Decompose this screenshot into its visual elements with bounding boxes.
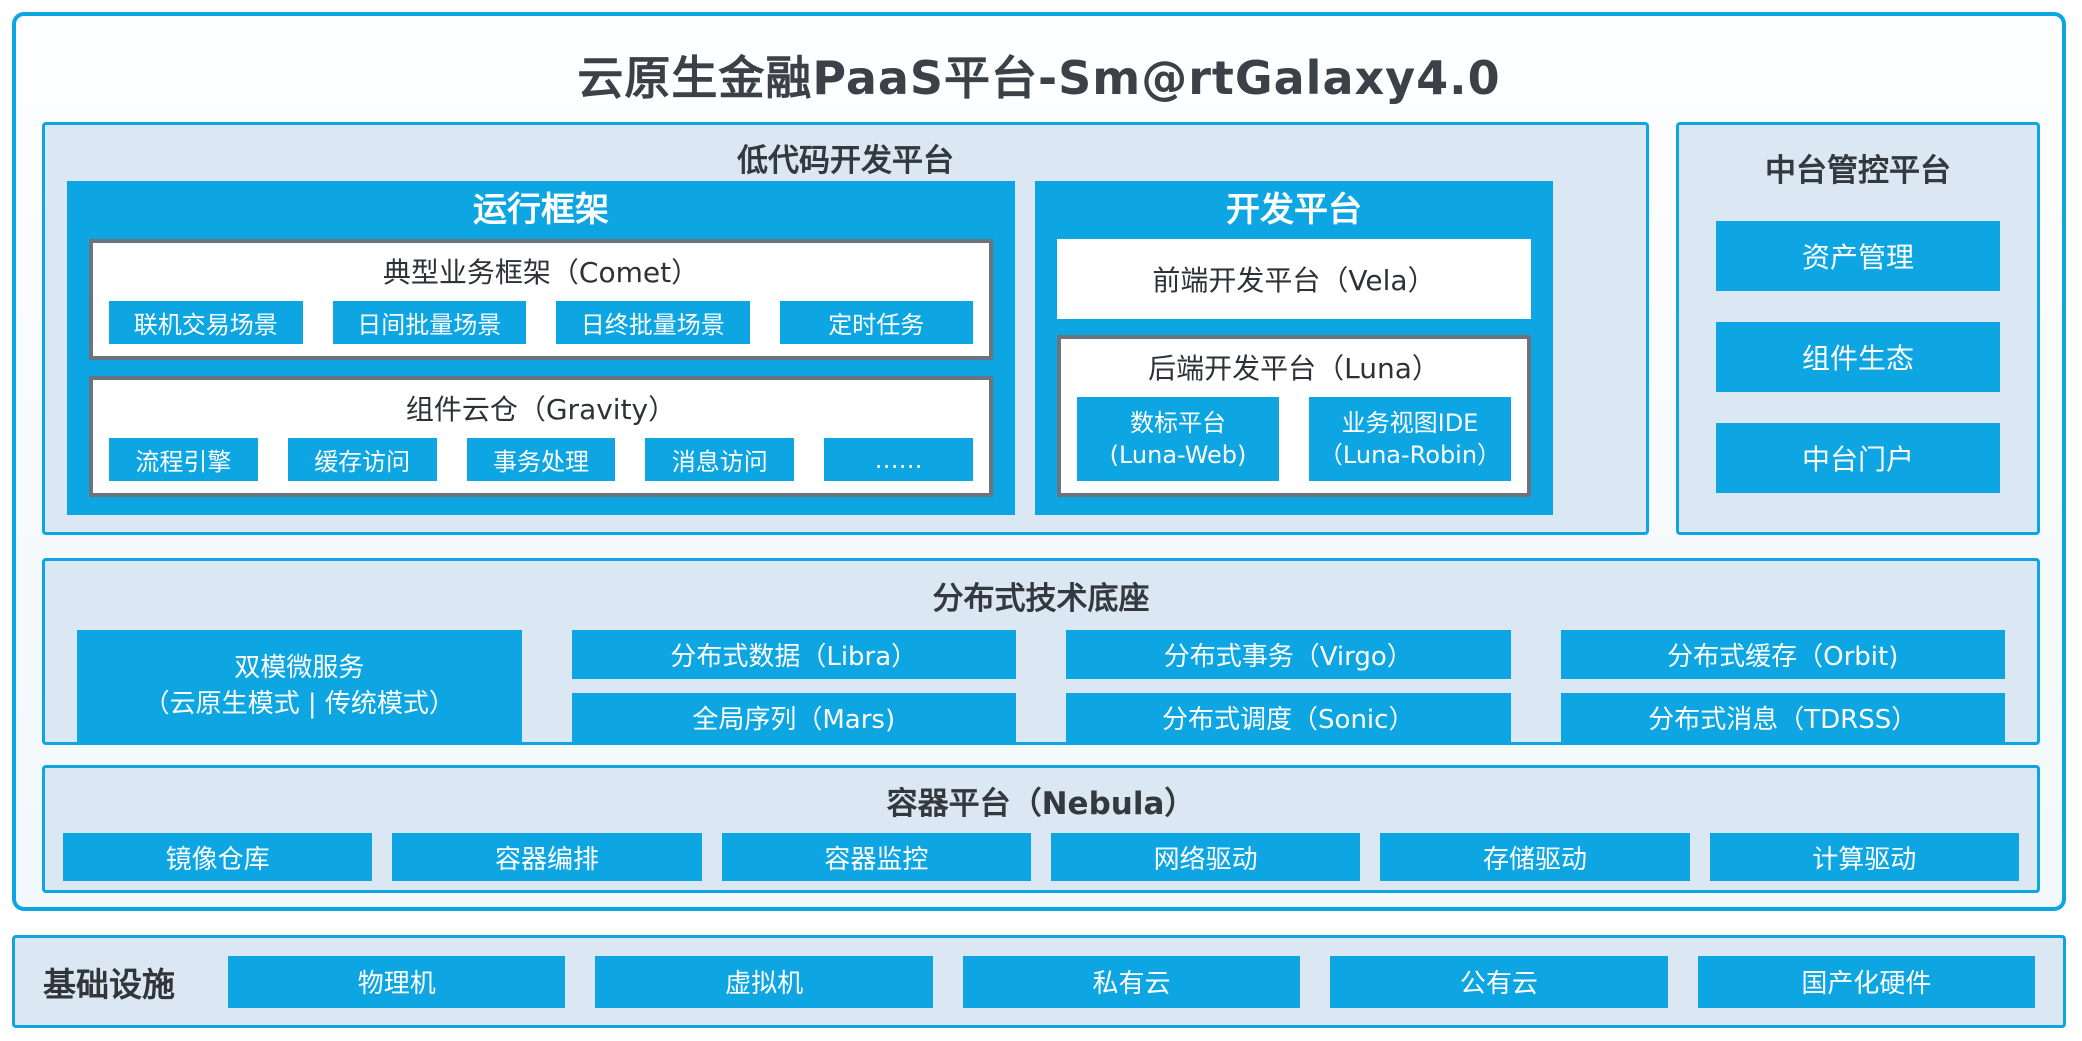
dev-platform-section: 开发平台 前端开发平台（Vela） 后端开发平台（Luna） 数标平台 (Lun…	[1035, 181, 1553, 515]
gravity-node-more: ……	[824, 438, 973, 481]
infra-node-virtual-machine: 虚拟机	[595, 955, 933, 1008]
distributed-col-1: 分布式数据（Libra） 全局序列（Mars)	[571, 630, 1016, 742]
container-platform-row: 镜像仓库 容器编排 容器监控 网络驱动 存储驱动 计算驱动	[45, 833, 2037, 881]
luna-box: 后端开发平台（Luna） 数标平台 (Luna-Web) 业务视图IDE （Lu…	[1057, 335, 1531, 497]
comet-node-scheduled-task: 定时任务	[779, 301, 973, 344]
nebula-node-container-orchestration: 容器编排	[392, 833, 702, 881]
nebula-node-container-monitoring: 容器监控	[721, 833, 1031, 881]
distributed-content: 双模微服务 （云原生模式 | 传统模式） 分布式数据（Libra） 全局序列（M…	[45, 630, 2037, 742]
luna-node-robin: 业务视图IDE （Luna-Robin）	[1309, 397, 1511, 481]
container-platform-title: 容器平台（Nebula）	[886, 786, 1196, 822]
luna-robin-line2: （Luna-Robin）	[1318, 441, 1502, 469]
comet-items-row: 联机交易场景 日间批量场景 日终批量场景 定时任务	[109, 301, 973, 344]
luna-items-row: 数标平台 (Luna-Web) 业务视图IDE （Luna-Robin）	[1077, 397, 1511, 481]
comet-node-daytime-batch: 日间批量场景	[332, 301, 526, 344]
distributed-base-panel: 分布式技术底座 双模微服务 （云原生模式 | 传统模式） 分布式数据（Libra…	[42, 558, 2040, 745]
infra-node-domestic-hardware: 国产化硬件	[1697, 955, 2036, 1008]
luna-web-line1: 数标平台	[1129, 409, 1226, 437]
node-global-sequence-mars: 全局序列（Mars)	[571, 693, 1016, 742]
node-distributed-transaction-virgo: 分布式事务（Virgo）	[1066, 630, 1511, 679]
luna-web-line2: (Luna-Web)	[1109, 441, 1247, 469]
comet-title: 典型业务框架（Comet）	[382, 256, 700, 289]
luna-title: 后端开发平台（Luna）	[1148, 352, 1440, 385]
infrastructure-row: 物理机 虚拟机 私有云 公有云 国产化硬件	[228, 955, 2036, 1008]
container-platform-panel: 容器平台（Nebula） 镜像仓库 容器编排 容器监控 网络驱动 存储驱动 计算…	[42, 765, 2040, 893]
gravity-items-row: 流程引擎 缓存访问 事务处理 消息访问 ……	[109, 438, 973, 481]
nebula-node-image-registry: 镜像仓库	[63, 833, 373, 881]
gravity-node-cache-access: 缓存访问	[287, 438, 437, 481]
comet-box: 典型业务框架（Comet） 联机交易场景 日间批量场景 日终批量场景 定时任务	[89, 239, 993, 360]
infra-node-private-cloud: 私有云	[962, 955, 1301, 1008]
nebula-node-network-driver: 网络驱动	[1050, 833, 1361, 881]
infrastructure-panel: 基础设施 物理机 虚拟机 私有云 公有云 国产化硬件	[12, 935, 2066, 1028]
luna-robin-line1: 业务视图IDE	[1341, 409, 1479, 437]
distributed-col-3: 分布式缓存（Orbit) 分布式消息（TDRSS）	[1560, 630, 2005, 742]
dev-platform-title: 开发平台	[1226, 190, 1362, 230]
infra-node-physical-machine: 物理机	[228, 955, 566, 1008]
distributed-col-dual: 双模微服务 （云原生模式 | 传统模式）	[77, 630, 522, 742]
nebula-node-compute-driver: 计算驱动	[1709, 833, 2019, 881]
midplatform-title: 中台管控平台	[1765, 153, 1951, 189]
midplatform-node-portal: 中台门户	[1716, 423, 2000, 493]
dual-microservice-line2: （云原生模式 | 传统模式）	[143, 689, 455, 719]
distributed-base-title: 分布式技术底座	[932, 581, 1150, 617]
gravity-title: 组件云仓（Gravity）	[405, 393, 677, 426]
page-title: 云原生金融PaaS平台-Sm@rtGalaxy4.0	[577, 51, 1501, 105]
nebula-node-storage-driver: 存储驱动	[1380, 833, 1690, 881]
infra-node-public-cloud: 公有云	[1330, 955, 1668, 1008]
gravity-node-transaction: 事务处理	[466, 438, 616, 481]
node-distributed-data-libra: 分布式数据（Libra）	[571, 630, 1016, 679]
midplatform-node-component-eco: 组件生态	[1716, 322, 2000, 392]
node-distributed-scheduling-sonic: 分布式调度（Sonic）	[1066, 693, 1511, 742]
lowcode-platform-title: 低代码开发平台	[737, 143, 954, 179]
gravity-box: 组件云仓（Gravity） 流程引擎 缓存访问 事务处理 消息访问 ……	[89, 376, 993, 497]
runtime-framework-section: 运行框架 典型业务框架（Comet） 联机交易场景 日间批量场景 日终批量场景 …	[67, 181, 1015, 515]
gravity-node-process-engine: 流程引擎	[109, 438, 258, 481]
node-distributed-message-tdrss: 分布式消息（TDRSS）	[1560, 693, 2005, 742]
luna-node-web: 数标平台 (Luna-Web)	[1077, 397, 1279, 481]
dual-microservice-line1: 双模微服务	[234, 653, 365, 683]
dual-microservice-node: 双模微服务 （云原生模式 | 传统模式）	[77, 630, 522, 742]
comet-node-endofday-batch: 日终批量场景	[556, 301, 750, 344]
midplatform-panel: 中台管控平台 资产管理 组件生态 中台门户	[1676, 122, 2040, 535]
diagram-frame: 云原生金融PaaS平台-Sm@rtGalaxy4.0 低代码开发平台 运行框架 …	[12, 12, 2066, 911]
infrastructure-title: 基础设施	[43, 964, 175, 1004]
gravity-node-message-access: 消息访问	[645, 438, 795, 481]
runtime-framework-title: 运行框架	[473, 190, 609, 230]
distributed-col-2: 分布式事务（Virgo） 分布式调度（Sonic）	[1066, 630, 1511, 742]
node-distributed-cache-orbit: 分布式缓存（Orbit)	[1560, 630, 2005, 679]
vela-box: 前端开发平台（Vela）	[1057, 239, 1531, 319]
comet-node-online-trade: 联机交易场景	[109, 301, 303, 344]
midplatform-node-asset-mgmt: 资产管理	[1716, 221, 2000, 291]
lowcode-platform-panel: 低代码开发平台 运行框架 典型业务框架（Comet） 联机交易场景 日间批量场景…	[42, 122, 1649, 535]
